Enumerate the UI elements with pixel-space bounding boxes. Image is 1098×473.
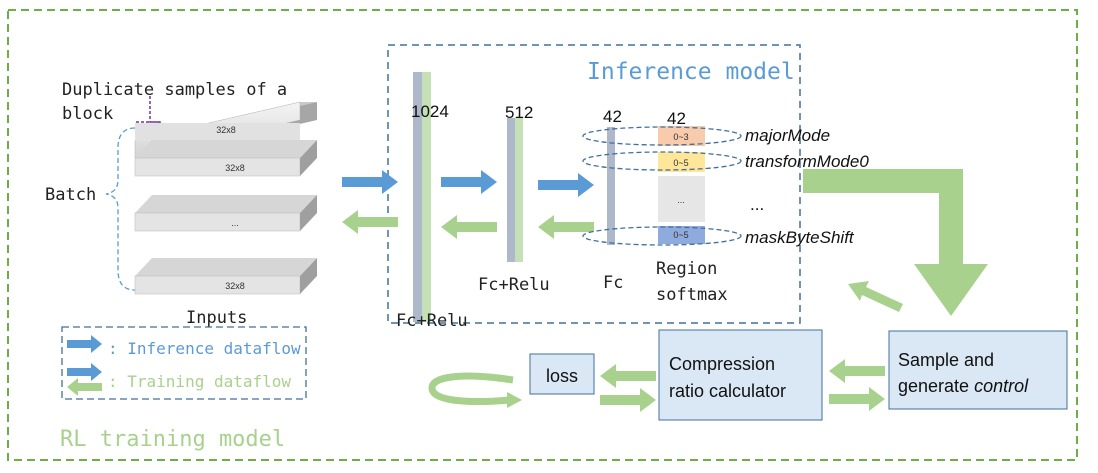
compression-label-2: ratio calculator [669, 381, 786, 401]
legend-inference-label: : Inference dataflow [108, 339, 301, 358]
sample-label-2: generate control [898, 376, 1029, 396]
softmax-cell-label-4: 0~5 [673, 230, 688, 240]
layer3-size: 42 [603, 107, 622, 126]
layer2-caption: Fc+Relu [478, 275, 550, 295]
region-ellipse-3 [582, 226, 742, 246]
inference-arrow-1 [342, 170, 398, 194]
sample-feedback-arrow [848, 281, 903, 312]
layer1-caption: Fc+Relu [396, 311, 468, 331]
sample-label-2-prefix: generate [898, 376, 974, 396]
layer3-bar [607, 127, 615, 245]
input-block-label-3: ... [231, 218, 239, 228]
input-block-3 [134, 195, 317, 232]
legend-training-back-arrow-icon [67, 378, 102, 396]
loss-loop-arrow [428, 372, 514, 405]
output-major-mode: majorMode [745, 126, 830, 145]
legend-training-fwd-arrow-icon [67, 363, 102, 381]
input-block-label-4: 32x8 [225, 281, 245, 291]
region-ellipse-1 [582, 126, 742, 146]
input-block-label-1: 32x8 [216, 125, 236, 135]
training-arrow-2 [441, 215, 497, 239]
inference-arrow-2 [441, 170, 497, 194]
duplicate-samples-label: Duplicate samples of a [62, 80, 287, 100]
inference-model-label: Inference model [587, 59, 795, 85]
layer1-bar-blue [413, 72, 422, 322]
sample-generate-box [888, 330, 1068, 410]
layer2-bar-green [515, 118, 523, 262]
layer3-caption: Fc [603, 273, 623, 293]
inputs-caption: Inputs [186, 308, 247, 328]
training-arrow-3 [538, 215, 594, 239]
legend-inference-arrow-icon [67, 335, 102, 353]
compression-calculator-box [658, 329, 823, 421]
layer2-bar-blue [507, 118, 515, 262]
input-block-4 [134, 258, 317, 295]
sample-label-1: Sample and [898, 350, 994, 370]
duplicate-bracket [136, 96, 161, 138]
compression-to-sample-arrow [829, 387, 885, 411]
output-transform-mode0: transformMode0 [745, 152, 869, 171]
loss-loop-arrowhead [507, 392, 522, 408]
output-ellipsis: ... [750, 195, 764, 214]
softmax-caption-1: Region [656, 259, 717, 279]
rl-training-label: RL training model [60, 427, 285, 452]
batch-brace [105, 127, 136, 291]
loss-to-compression-arrow [600, 388, 656, 412]
sample-to-compression-arrow [829, 359, 885, 383]
training-arrow-1 [342, 210, 398, 234]
softmax-cell-3 [658, 176, 705, 222]
softmax-cell-label-3: ... [677, 195, 685, 205]
compression-label-1: Compression [669, 354, 775, 374]
softmax-caption-2: softmax [656, 285, 728, 305]
output-mask-byte-shift: maskByteShift [745, 228, 855, 247]
rl-training-frame [7, 9, 1078, 461]
layer1-size: 1024 [411, 102, 449, 121]
input-block-label-2: 32x8 [225, 163, 245, 173]
softmax-cell-label-2: 0~5 [673, 158, 688, 168]
region-ellipse-2 [582, 151, 742, 171]
softmax-cell-2 [658, 152, 705, 172]
softmax-size: 42 [667, 109, 686, 128]
sample-label-2-italic: control [974, 376, 1029, 396]
layer1-bar-green [422, 72, 431, 322]
compression-to-loss-arrow [600, 364, 656, 388]
duplicate-samples-label-2: block [62, 104, 113, 124]
output-to-sample-arrow [803, 169, 988, 316]
inference-arrow-3 [538, 173, 594, 197]
legend-box-outer [61, 326, 307, 400]
loss-box [529, 353, 595, 395]
legend-training-label: : Training dataflow [108, 372, 291, 391]
softmax-cell-label-1: 0~3 [673, 132, 688, 142]
softmax-cell-1 [658, 126, 705, 146]
softmax-cell-4 [658, 226, 705, 244]
layer2-size: 512 [505, 103, 533, 122]
loss-label: loss [546, 366, 578, 386]
input-block-2 [134, 140, 317, 177]
batch-label: Batch [45, 185, 96, 205]
